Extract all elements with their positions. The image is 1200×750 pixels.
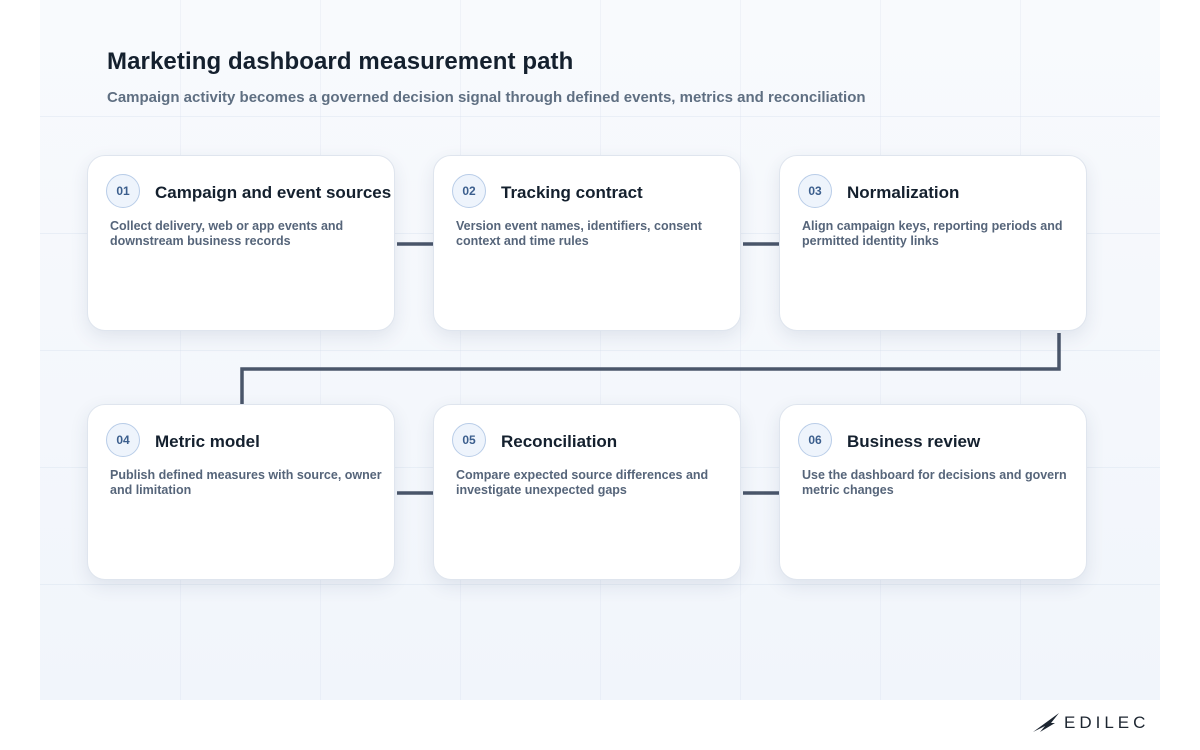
step-description: Version event names, identifiers, consen…	[456, 219, 702, 248]
step-description: Compare expected source differences and …	[456, 468, 709, 497]
grid-line	[40, 116, 1160, 117]
step-number-badge: 06	[798, 423, 832, 457]
connector-03-04	[240, 333, 1061, 405]
step-card-05: 05 Reconciliation Compare expected sourc…	[433, 404, 741, 580]
step-title: Metric model	[155, 432, 260, 451]
step-number-badge: 01	[106, 174, 140, 208]
step-title: Normalization	[847, 183, 960, 202]
diagram-canvas	[40, 0, 1160, 700]
step-description: Collect delivery, web or app events and …	[110, 219, 344, 248]
grid-line	[460, 0, 461, 700]
step-number-badge: 04	[106, 423, 140, 457]
step-number-badge: 05	[452, 423, 486, 457]
step-number-badge: 02	[452, 174, 486, 208]
step-description: Align campaign keys, reporting periods a…	[802, 219, 1063, 248]
step-title: Tracking contract	[501, 183, 643, 202]
brand-name: EDILEC	[1064, 713, 1150, 732]
step-card-02: 02 Tracking contract Version event names…	[433, 155, 741, 331]
step-card-04: 04 Metric model Publish defined measures…	[87, 404, 395, 580]
grid-line	[180, 0, 181, 700]
grid-line	[1020, 0, 1021, 700]
grid-line	[40, 350, 1160, 351]
step-number-badge: 03	[798, 174, 832, 208]
step-title: Business review	[847, 432, 981, 451]
page-subtitle: Campaign activity becomes a governed dec…	[107, 89, 866, 106]
grid-line	[40, 584, 1160, 585]
grid-line	[880, 0, 881, 700]
page-title: Marketing dashboard measurement path	[107, 48, 574, 75]
grid-line	[740, 0, 741, 700]
step-title: Campaign and event sources	[155, 183, 392, 202]
bird-wing-icon	[1033, 713, 1059, 732]
step-card-06: 06 Business review Use the dashboard for…	[779, 404, 1087, 580]
grid-line	[320, 0, 321, 700]
grid-line	[600, 0, 601, 700]
step-description: Use the dashboard for decisions and gove…	[802, 468, 1067, 497]
step-title: Reconciliation	[501, 432, 618, 451]
step-card-03: 03 Normalization Align campaign keys, re…	[779, 155, 1087, 331]
step-description: Publish defined measures with source, ow…	[110, 468, 382, 497]
step-card-01: 01 Campaign and event sources Collect de…	[87, 155, 395, 331]
brand-logo: EDILEC	[1032, 711, 1149, 735]
